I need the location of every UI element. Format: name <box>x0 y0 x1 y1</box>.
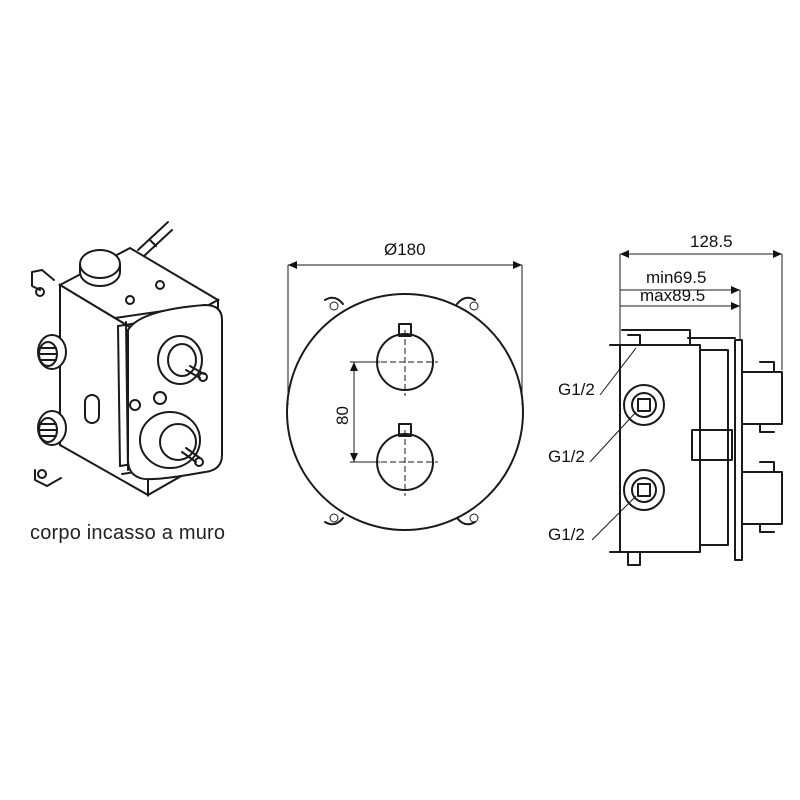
connection-label-3: G1/2 <box>548 525 585 544</box>
figure-caption: corpo incasso a muro <box>30 522 226 544</box>
connection-label-2: G1/2 <box>548 447 585 466</box>
isometric-valve-body <box>31 221 223 497</box>
depth-dimension-label: 128.5 <box>690 232 733 251</box>
side-view-body <box>589 250 783 566</box>
min-depth-label: min69.5 <box>646 268 706 287</box>
spacing-dimension-label: 80 <box>333 406 352 425</box>
connection-label-1: G1/2 <box>558 380 595 399</box>
max-depth-label: max89.5 <box>640 286 705 305</box>
front-view-plate <box>286 261 524 531</box>
diameter-dimension-label: Ø180 <box>384 240 426 259</box>
